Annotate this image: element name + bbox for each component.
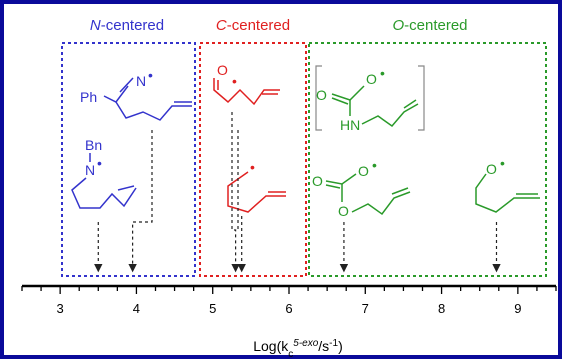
acyl-radical-structure: O • <box>213 62 280 106</box>
arrow-iminyl <box>128 130 153 273</box>
o-centered-box <box>308 42 547 277</box>
aminyl-n-label: N <box>85 162 95 178</box>
pentenoxyl-radical-dot: • <box>500 155 505 171</box>
carbonate-carbonyl-o-label: O <box>312 173 323 189</box>
acyl-o-label: O <box>217 62 228 78</box>
carbonate-oxyl-radical-structure: O O • O <box>312 157 411 219</box>
carbamoyloxyl-radical-structure: O O • HN <box>315 65 425 133</box>
rate-arrows <box>94 112 501 273</box>
acyl-radical-dot: • <box>232 73 237 89</box>
carbamoyl-carbonyl-o-label: O <box>316 87 327 103</box>
pentenoxyl-o-label: O <box>486 161 497 177</box>
benzyl-aminyl-radical-structure: Bn N • <box>71 137 137 209</box>
carbamoyl-hn-label: HN <box>340 117 360 133</box>
iminyl-radical-dot: • <box>148 67 153 83</box>
carbonate-oxyl-o-label: O <box>358 163 369 179</box>
log-k-axis: 3 4 5 6 7 8 9 <box>21 284 557 316</box>
hexenyl-radical-structure: • <box>227 159 286 213</box>
c-centered-box <box>199 42 307 277</box>
n-centered-title: N-centered <box>90 17 164 34</box>
tick-label: 9 <box>514 301 521 316</box>
aminyl-radical-dot: • <box>97 155 102 171</box>
arrow-acyl <box>231 112 240 273</box>
tick-label: 7 <box>362 301 369 316</box>
o-centered-title: O-centered <box>392 17 467 34</box>
carbonate-ester-o-label: O <box>338 203 349 219</box>
c-centered-title: C-centered <box>216 17 290 34</box>
iminyl-n-label: N <box>136 73 146 89</box>
tick-label: 4 <box>133 301 140 316</box>
phenyl-label: Ph <box>80 89 97 105</box>
tick-label: 8 <box>438 301 445 316</box>
carbamoyl-radical-dot: • <box>380 65 385 81</box>
benzyl-label: Bn <box>85 137 102 153</box>
pentenoxyl-radical-structure: O • <box>475 155 540 213</box>
axis-label: Log(kc5-exo/s-1) <box>253 338 343 359</box>
carbonate-radical-dot: • <box>372 157 377 173</box>
tick-label: 6 <box>285 301 292 316</box>
carbamoyl-oxyl-o-label: O <box>366 71 377 87</box>
hexenyl-radical-dot: • <box>250 159 255 175</box>
tick-label: 5 <box>209 301 216 316</box>
n-centered-box <box>61 42 196 277</box>
iminyl-radical-structure: Ph N • <box>80 67 192 121</box>
tick-label: 3 <box>57 301 64 316</box>
